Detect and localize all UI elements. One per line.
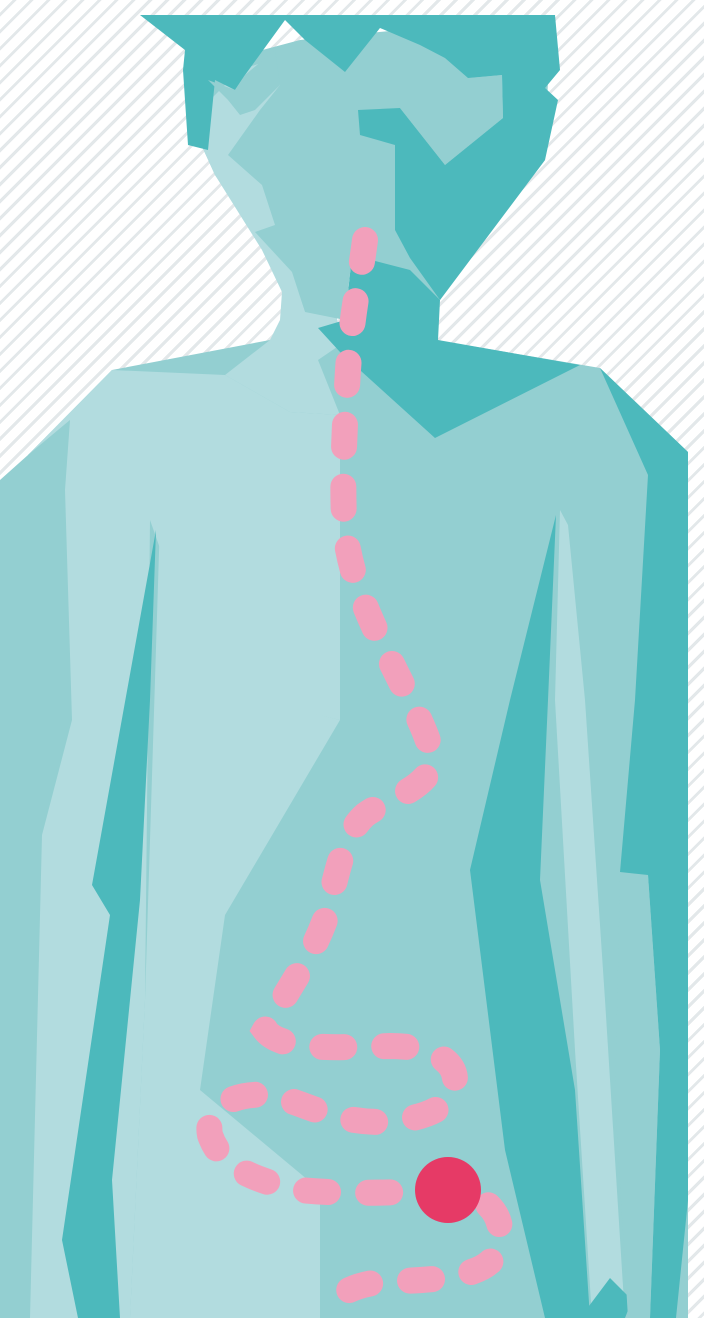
highlight-marker-icon [415, 1157, 481, 1223]
